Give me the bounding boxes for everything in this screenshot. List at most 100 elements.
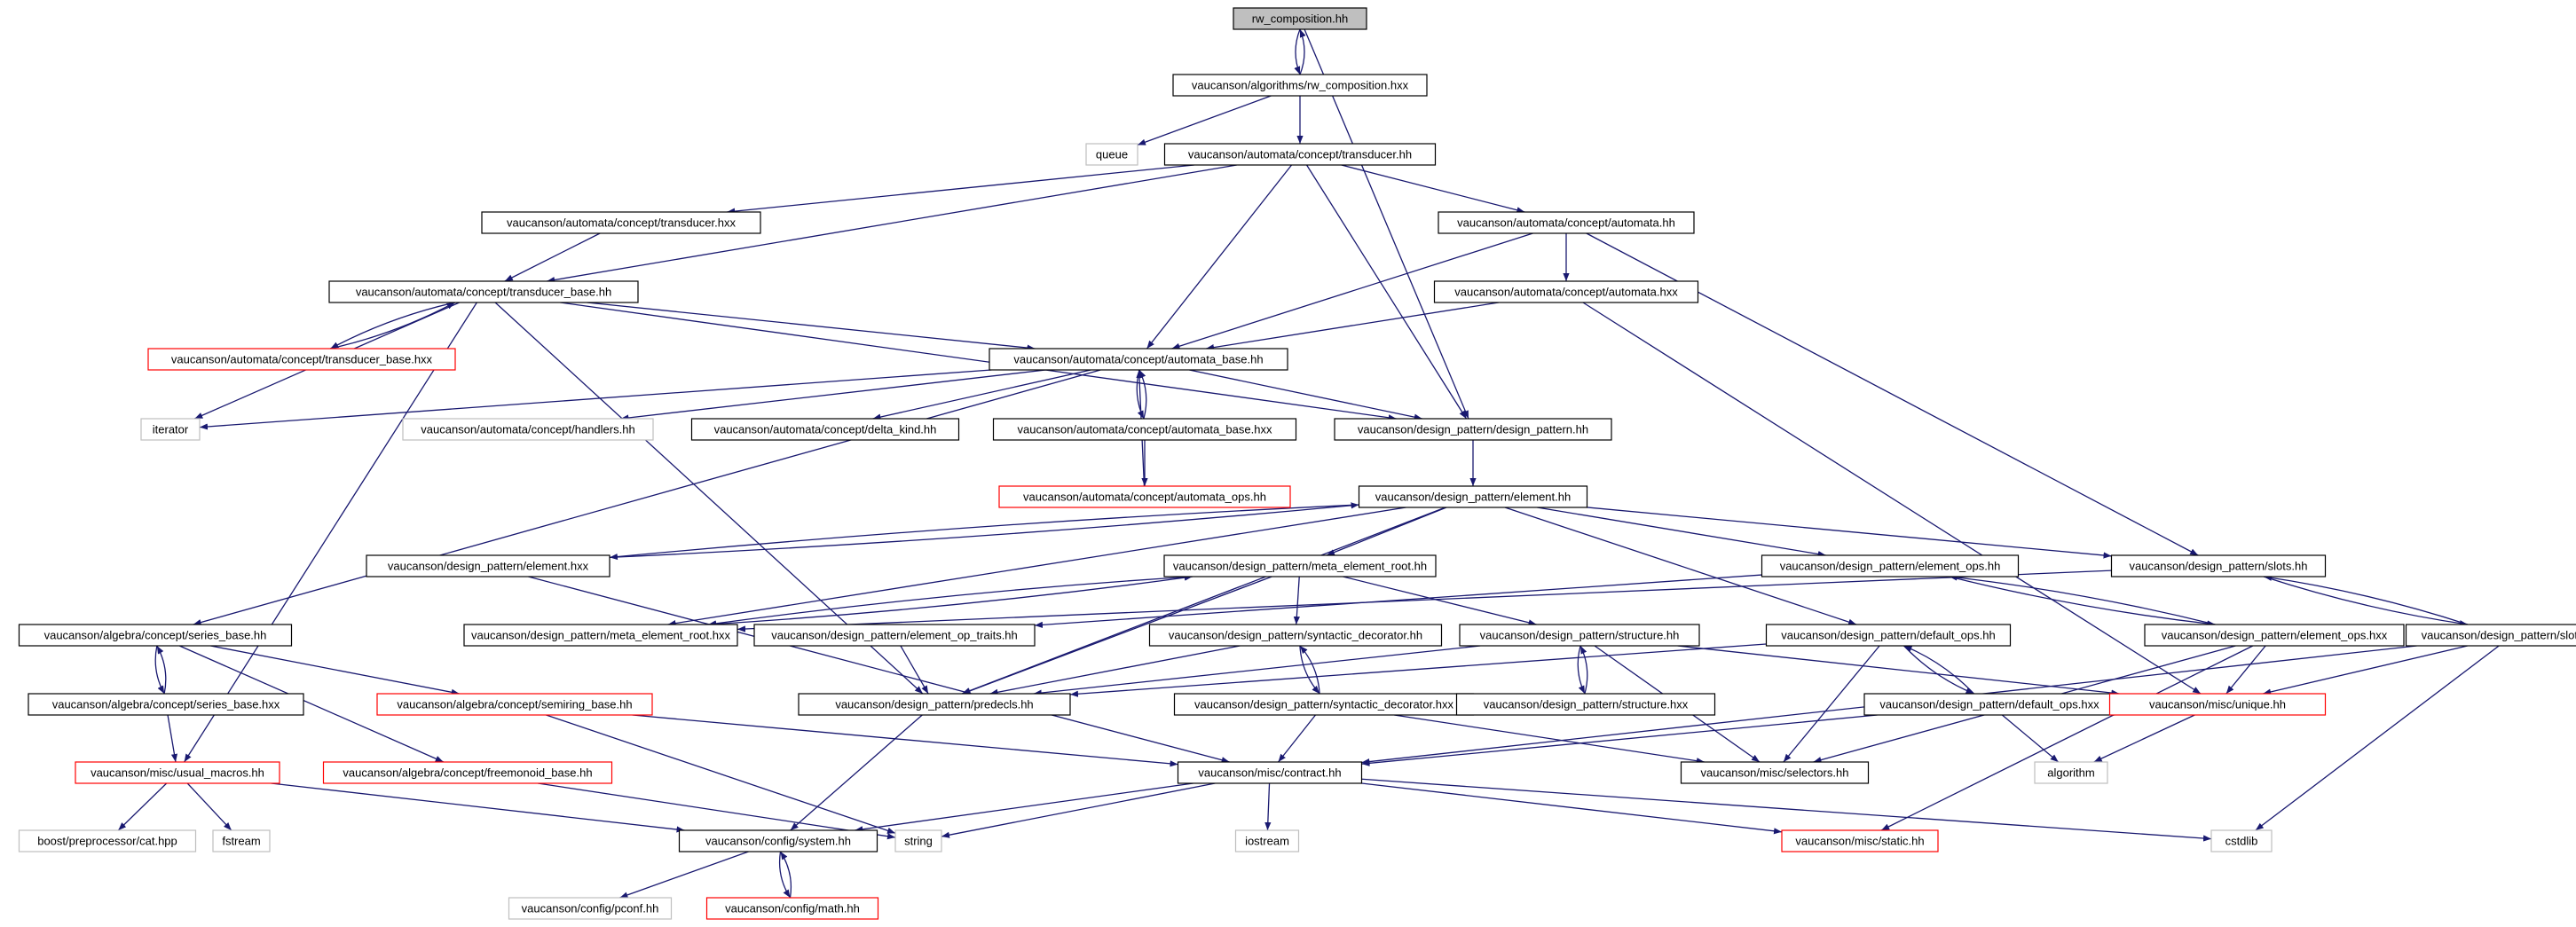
- edge-el_hh-to-mer_hh: [1326, 507, 1447, 556]
- node-string[interactable]: string: [894, 829, 942, 852]
- node-slots-hh[interactable]: vaucanson/design_pattern/slots.hh: [2110, 554, 2327, 577]
- node-mer-hxx[interactable]: vaucanson/design_pattern/meta_element_ro…: [463, 624, 738, 647]
- node-trans-hxx[interactable]: vaucanson/automata/concept/transducer.hx…: [481, 211, 761, 234]
- node-box: [322, 761, 613, 784]
- node-box: [1234, 829, 1300, 852]
- node-st-hxx[interactable]: vaucanson/design_pattern/structure.hxx: [1455, 693, 1716, 716]
- edge-eops_hxx-to-static: [1880, 645, 2254, 831]
- node-cstdlib[interactable]: cstdlib: [2210, 829, 2273, 852]
- node-label: vaucanson/automata/concept/transducer.hh: [1188, 148, 1412, 161]
- node-label: rw_composition.hh: [1252, 12, 1348, 26]
- node-eot-hh[interactable]: vaucanson/design_pattern/element_op_trai…: [753, 624, 1036, 647]
- edge-el_hh-to-mer_hxx: [667, 507, 1406, 627]
- node-sb-hh[interactable]: vaucanson/algebra/concept/series_base.hh: [18, 624, 293, 647]
- node-label: vaucanson/misc/contract.hh: [1198, 766, 1341, 780]
- node-contract[interactable]: vaucanson/misc/contract.hh: [1177, 761, 1363, 784]
- node-semi[interactable]: vaucanson/algebra/concept/semiring_base.…: [376, 693, 653, 716]
- node-label: vaucanson/design_pattern/element.hh: [1375, 491, 1571, 504]
- node-selectors[interactable]: vaucanson/misc/selectors.hh: [1680, 761, 1870, 784]
- node-sb-hxx[interactable]: vaucanson/algebra/concept/series_base.hx…: [28, 693, 304, 716]
- node-tb-hxx[interactable]: vaucanson/automata/concept/transducer_ba…: [147, 348, 456, 371]
- edge-el_hh-to-eops_hh: [1537, 507, 1826, 558]
- node-ab-hh[interactable]: vaucanson/automata/concept/automata_base…: [989, 348, 1288, 371]
- edge-auto_hh-to-ab_hh: [1171, 232, 1533, 350]
- node-st-hh[interactable]: vaucanson/design_pattern/structure.hh: [1459, 624, 1700, 647]
- edge-el_hxx-to-contract: [528, 576, 1230, 764]
- node-delta[interactable]: vaucanson/automata/concept/delta_kind.hh: [690, 418, 960, 441]
- node-tb-hh[interactable]: vaucanson/automata/concept/transducer_ba…: [328, 280, 639, 303]
- node-box: [753, 624, 1036, 647]
- node-fstream[interactable]: fstream: [212, 829, 271, 852]
- node-label: queue: [1096, 148, 1128, 161]
- node-label: vaucanson/design_pattern/slots.hxx: [2422, 629, 2576, 642]
- node-handlers[interactable]: vaucanson/automata/concept/handlers.hh: [402, 418, 654, 441]
- node-label: vaucanson/misc/static.hh: [1795, 835, 1924, 848]
- node-iterator[interactable]: iterator: [140, 418, 201, 441]
- node-usual[interactable]: vaucanson/misc/usual_macros.hh: [75, 761, 280, 784]
- edge-eot_hh-to-predecls: [900, 645, 929, 695]
- node-trans-hh[interactable]: vaucanson/automata/concept/transducer.hh: [1163, 143, 1437, 166]
- node-eops-hh[interactable]: vaucanson/design_pattern/element_ops.hh: [1761, 554, 2020, 577]
- node-label: vaucanson/config/system.hh: [705, 835, 851, 848]
- node-auto-hh[interactable]: vaucanson/automata/concept/automata.hh: [1438, 211, 1695, 234]
- node-rw-hxx[interactable]: vaucanson/algorithms/rw_composition.hxx: [1172, 74, 1428, 97]
- node-label: cstdlib: [2225, 835, 2258, 848]
- node-box: [989, 348, 1288, 371]
- edge-contract-to-string: [941, 782, 1216, 838]
- node-box: [1177, 761, 1363, 784]
- node-box: [1233, 7, 1367, 30]
- edge-el_hh-to-dops_hh: [1504, 507, 1857, 625]
- edge-mer_hh-to-st_hh: [1343, 576, 1537, 626]
- node-label: vaucanson/automata/concept/handlers.hh: [421, 423, 634, 436]
- edge-trans_hh-to-dp_hh: [1305, 164, 1468, 420]
- node-freemon[interactable]: vaucanson/algebra/concept/freemonoid_bas…: [322, 761, 613, 784]
- edge-trans_hh-to-ab_hh: [1146, 164, 1293, 350]
- node-math[interactable]: vaucanson/config/math.hh: [705, 897, 879, 920]
- edge-eops_hh-to-eops_hxx: [1949, 576, 2216, 627]
- node-sd-hh[interactable]: vaucanson/design_pattern/syntactic_decor…: [1148, 624, 1443, 647]
- node-box: [376, 693, 653, 716]
- edge-usual-to-boost: [117, 782, 168, 831]
- node-dops-hh[interactable]: vaucanson/design_pattern/default_ops.hh: [1765, 624, 2012, 647]
- node-dops-hxx[interactable]: vaucanson/design_pattern/default_ops.hxx: [1863, 693, 2115, 716]
- node-dp-hh[interactable]: vaucanson/design_pattern/design_pattern.…: [1334, 418, 1612, 441]
- node-iostream[interactable]: iostream: [1234, 829, 1300, 852]
- node-label: fstream: [222, 835, 260, 848]
- node-pconf[interactable]: vaucanson/config/pconf.hh: [508, 897, 673, 920]
- node-ab-hxx[interactable]: vaucanson/automata/concept/automata_base…: [992, 418, 1297, 441]
- node-sd-hxx[interactable]: vaucanson/design_pattern/syntactic_decor…: [1173, 693, 1475, 716]
- node-el-hh[interactable]: vaucanson/design_pattern/element.hh: [1358, 485, 1588, 508]
- edge-tb_hh-to-usual: [184, 302, 477, 763]
- node-eops-hxx[interactable]: vaucanson/design_pattern/element_ops.hxx: [2144, 624, 2405, 647]
- edge-ab_hh-to-iterator: [199, 369, 992, 430]
- node-unique[interactable]: vaucanson/misc/unique.hh: [2108, 693, 2327, 716]
- node-auto-hxx[interactable]: vaucanson/automata/concept/automata.hxx: [1433, 280, 1699, 303]
- node-label: vaucanson/automata/concept/transducer.hx…: [507, 216, 736, 230]
- node-boost[interactable]: boost/preprocessor/cat.hpp: [18, 829, 197, 852]
- node-aops[interactable]: vaucanson/automata/concept/automata_ops.…: [998, 485, 1291, 508]
- node-algorithm[interactable]: algorithm: [2034, 761, 2108, 784]
- node-label: vaucanson/design_pattern/design_pattern.…: [1358, 423, 1588, 436]
- edge-sb_hh-to-freemon: [178, 645, 445, 763]
- node-predecls[interactable]: vaucanson/design_pattern/predecls.hh: [798, 693, 1071, 716]
- node-mer-hh[interactable]: vaucanson/design_pattern/meta_element_ro…: [1163, 554, 1437, 577]
- node-box: [1761, 554, 2020, 577]
- node-label: vaucanson/algebra/concept/semiring_base.…: [397, 698, 632, 711]
- node-slots-hxx[interactable]: vaucanson/design_pattern/slots.hxx: [2405, 624, 2576, 647]
- node-box: [1334, 418, 1612, 441]
- node-box: [798, 693, 1071, 716]
- node-label: vaucanson/automata/concept/automata.hh: [1457, 216, 1675, 230]
- node-box: [1455, 693, 1716, 716]
- node-box: [1163, 554, 1437, 577]
- edge-semi-to-string: [546, 714, 896, 834]
- node-el-hxx[interactable]: vaucanson/design_pattern/element.hxx: [366, 554, 611, 577]
- edge-sd_hh-to-sd_hxx: [1299, 645, 1320, 695]
- node-queue[interactable]: queue: [1085, 143, 1138, 166]
- node-rw-hh[interactable]: rw_composition.hh: [1233, 7, 1367, 30]
- edge-sb_hh-to-sb_hxx: [154, 645, 165, 695]
- node-system[interactable]: vaucanson/config/system.hh: [678, 829, 878, 852]
- node-box: [481, 211, 761, 234]
- edge-unique-to-algorithm: [2093, 714, 2195, 763]
- edge-sd_hxx-to-selectors: [1394, 714, 1705, 765]
- node-static[interactable]: vaucanson/misc/static.hh: [1781, 829, 1939, 852]
